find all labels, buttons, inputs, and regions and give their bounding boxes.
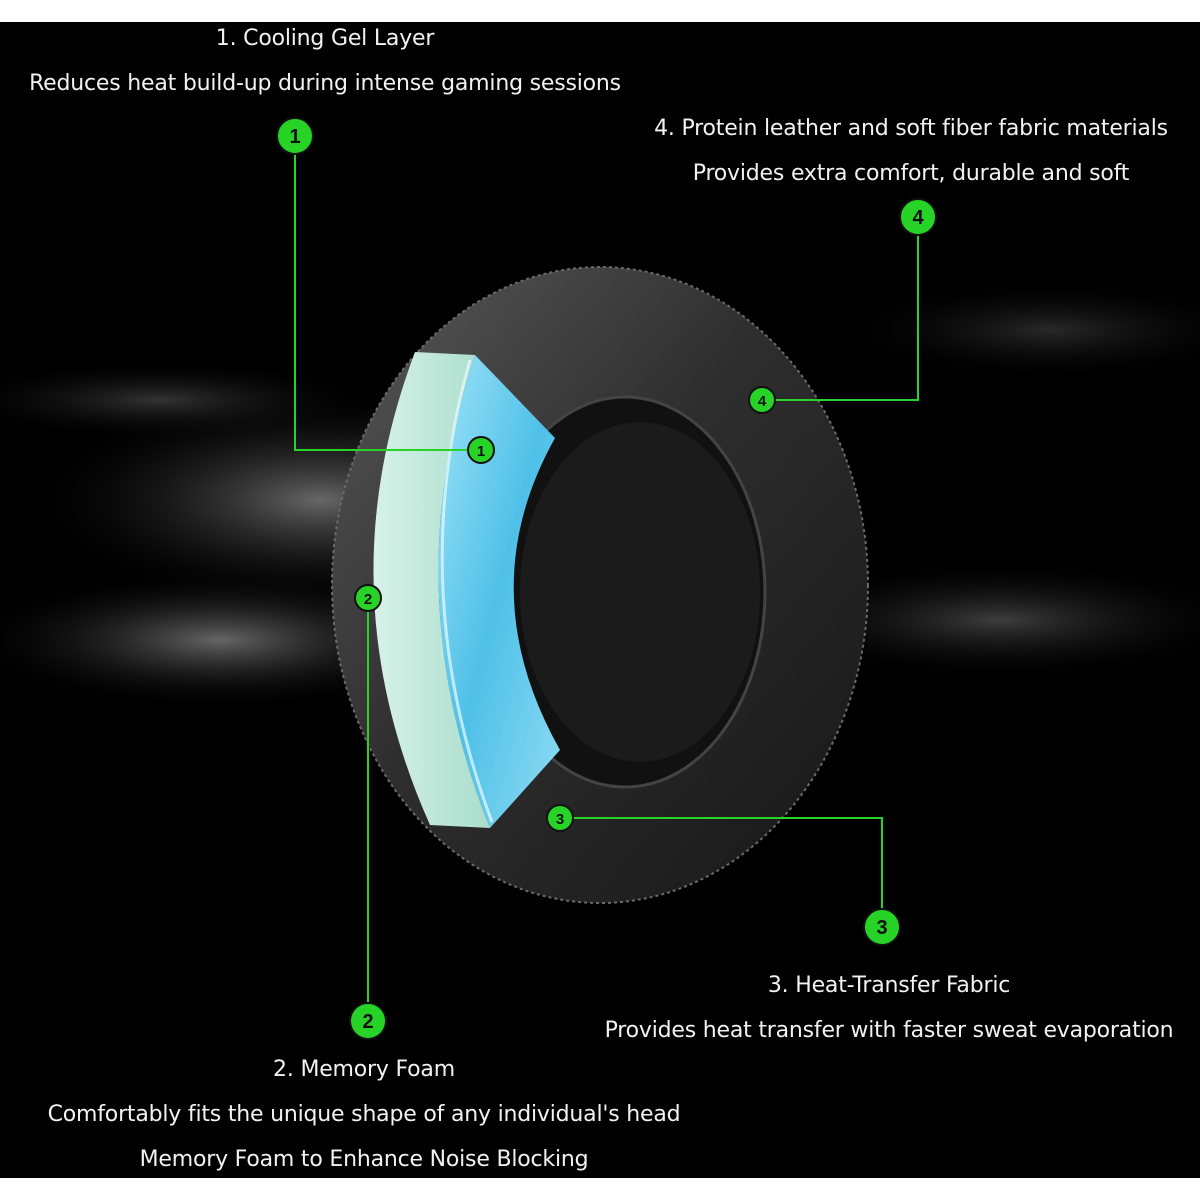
callout-2-description-2: Memory Foam to Enhance Noise Blocking <box>139 1147 589 1172</box>
marker-3-large: 3 <box>863 908 901 946</box>
marker-2-large: 2 <box>349 1002 387 1040</box>
marker-3-small: 3 <box>546 804 574 832</box>
svg-text:4: 4 <box>758 393 767 410</box>
callout-leaders: 1 4 3 2 1 2 <box>276 117 937 1040</box>
cross-section <box>373 352 560 828</box>
leader-line-4 <box>762 217 919 401</box>
callout-1-description: Reduces heat build-up during intense gam… <box>29 71 621 96</box>
ear-pad-illustration <box>0 266 1200 904</box>
callout-1-title: 1. Cooling Gel Layer <box>215 26 435 51</box>
marker-1-large: 1 <box>276 117 314 155</box>
svg-text:3: 3 <box>556 811 564 828</box>
callout-3-description: Provides heat transfer with faster sweat… <box>604 1018 1174 1043</box>
marker-4-small: 4 <box>748 386 776 414</box>
leader-line-1 <box>294 136 481 451</box>
callout-4-title: 4. Protein leather and soft fiber fabric… <box>654 116 1168 141</box>
callout-2-description: Comfortably fits the unique shape of any… <box>47 1102 681 1127</box>
diagram-canvas: 1 4 3 2 1 2 <box>0 22 1200 1178</box>
svg-text:1: 1 <box>477 443 485 460</box>
leader-line-3 <box>560 817 883 927</box>
marker-3-label: 3 <box>876 917 887 939</box>
marker-1-label: 1 <box>289 126 300 148</box>
marker-4-large: 4 <box>899 198 937 236</box>
callout-4-description: Provides extra comfort, durable and soft <box>692 161 1130 186</box>
marker-2-label: 2 <box>362 1011 373 1033</box>
marker-2-small: 2 <box>354 584 382 612</box>
marker-4-label: 4 <box>912 207 924 229</box>
marker-1-small: 1 <box>467 436 495 464</box>
callout-2-title: 2. Memory Foam <box>273 1057 455 1082</box>
callout-3-title: 3. Heat-Transfer Fabric <box>767 973 1011 998</box>
svg-text:2: 2 <box>364 591 372 608</box>
